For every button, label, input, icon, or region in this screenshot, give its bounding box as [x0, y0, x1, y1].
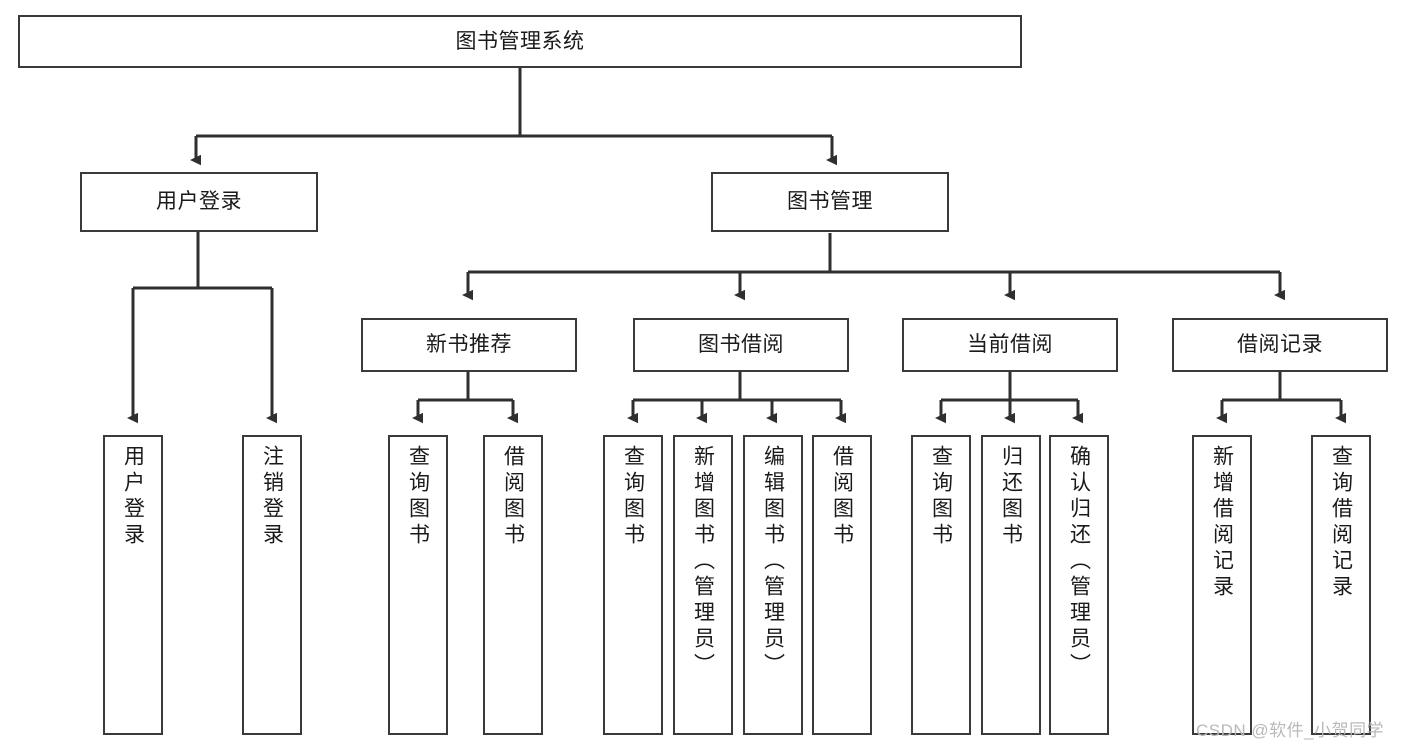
node-leaf-query-book-3-label: 查询图书 — [929, 445, 953, 549]
node-leaf-add-borrow-record-label: 新增借阅记录 — [1210, 445, 1234, 601]
node-leaf-query-borrow-record[interactable]: 查询借阅记录 — [1311, 435, 1371, 735]
node-leaf-confirm-return-admin-label: 确认归还（管理员） — [1067, 445, 1091, 679]
node-book-management[interactable]: 图书管理 — [711, 172, 949, 232]
node-leaf-query-book-1-label: 查询图书 — [406, 445, 430, 549]
node-new-book-recommend[interactable]: 新书推荐 — [361, 318, 577, 372]
node-leaf-borrow-book-2[interactable]: 借阅图书 — [812, 435, 872, 735]
node-leaf-confirm-return-admin[interactable]: 确认归还（管理员） — [1049, 435, 1109, 735]
node-leaf-query-book-1[interactable]: 查询图书 — [388, 435, 448, 735]
node-leaf-query-book-3[interactable]: 查询图书 — [911, 435, 971, 735]
node-leaf-borrow-book-1[interactable]: 借阅图书 — [483, 435, 543, 735]
node-leaf-query-book-2[interactable]: 查询图书 — [603, 435, 663, 735]
node-book-borrow-label: 图书借阅 — [698, 333, 784, 357]
node-leaf-return-book[interactable]: 归还图书 — [981, 435, 1041, 735]
node-leaf-return-book-label: 归还图书 — [999, 445, 1023, 549]
node-user-login-label: 用户登录 — [156, 190, 242, 214]
node-leaf-query-borrow-record-label: 查询借阅记录 — [1329, 445, 1353, 601]
node-root-label: 图书管理系统 — [455, 29, 585, 53]
node-leaf-query-book-2-label: 查询图书 — [621, 445, 645, 549]
node-leaf-add-book-admin-label: 新增图书（管理员） — [691, 445, 715, 679]
node-leaf-borrow-book-2-label: 借阅图书 — [830, 445, 854, 549]
node-leaf-user-login-label: 用户登录 — [121, 445, 145, 549]
node-root[interactable]: 图书管理系统 — [18, 15, 1022, 68]
node-leaf-user-login[interactable]: 用户登录 — [103, 435, 163, 735]
node-current-borrow[interactable]: 当前借阅 — [902, 318, 1118, 372]
node-leaf-logout-login[interactable]: 注销登录 — [242, 435, 302, 735]
node-leaf-add-book-admin[interactable]: 新增图书（管理员） — [673, 435, 733, 735]
node-leaf-borrow-book-1-label: 借阅图书 — [501, 445, 525, 549]
node-leaf-logout-login-label: 注销登录 — [260, 445, 284, 549]
node-borrow-record[interactable]: 借阅记录 — [1172, 318, 1388, 372]
watermark-csdn: CSDN @软件_小贺同学 — [1196, 721, 1385, 740]
node-borrow-record-label: 借阅记录 — [1237, 333, 1323, 357]
node-new-book-recommend-label: 新书推荐 — [426, 333, 512, 357]
node-leaf-edit-book-admin[interactable]: 编辑图书（管理员） — [743, 435, 803, 735]
node-leaf-add-borrow-record[interactable]: 新增借阅记录 — [1192, 435, 1252, 735]
node-user-login[interactable]: 用户登录 — [80, 172, 318, 232]
node-book-management-label: 图书管理 — [787, 190, 873, 214]
node-current-borrow-label: 当前借阅 — [967, 333, 1053, 357]
node-leaf-edit-book-admin-label: 编辑图书（管理员） — [761, 445, 785, 679]
node-book-borrow[interactable]: 图书借阅 — [633, 318, 849, 372]
